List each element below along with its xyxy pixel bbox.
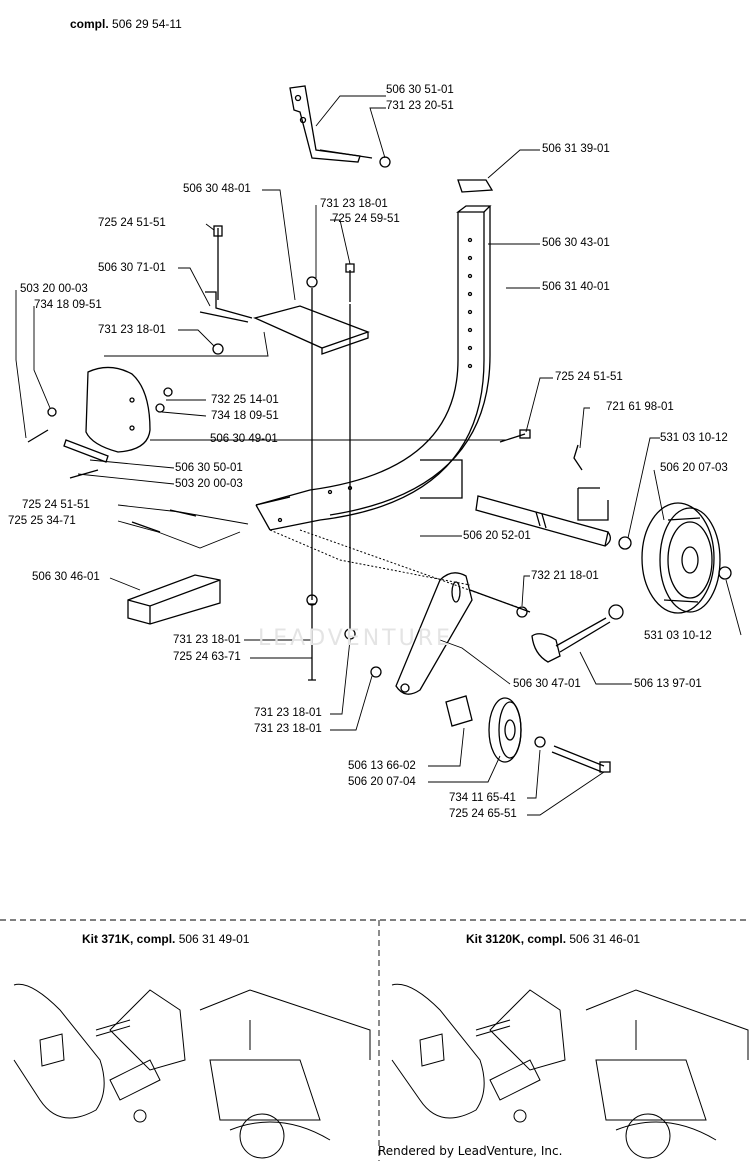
part-label[interactable]: 506 30 51-01 bbox=[386, 84, 454, 96]
part-label[interactable]: 506 20 07-04 bbox=[348, 776, 416, 788]
lever bbox=[531, 604, 624, 663]
part-label[interactable]: 506 30 71-01 bbox=[98, 262, 166, 274]
part-label[interactable]: 731 23 18-01 bbox=[173, 634, 241, 646]
part-label[interactable]: 506 20 07-03 bbox=[660, 462, 728, 474]
wheel-arm bbox=[395, 572, 531, 695]
part-label[interactable]: 725 24 51-51 bbox=[555, 371, 623, 383]
part-label[interactable]: 732 21 18-01 bbox=[531, 570, 599, 582]
shield-plate bbox=[27, 366, 173, 479]
axle bbox=[475, 444, 612, 547]
part-label[interactable]: 506 13 66-02 bbox=[348, 760, 416, 772]
part-label[interactable]: 506 13 97-01 bbox=[634, 678, 702, 690]
part-label[interactable]: 506 31 39-01 bbox=[542, 143, 610, 155]
kit-371k-sketch bbox=[13, 983, 371, 1159]
part-label[interactable]: 506 30 49-01 bbox=[210, 433, 278, 445]
part-label[interactable]: 503 20 00-03 bbox=[175, 478, 243, 490]
assembly-title: compl. 506 29 54-11 bbox=[70, 17, 182, 31]
large-wheel bbox=[618, 502, 732, 614]
part-label[interactable]: 721 61 98-01 bbox=[606, 401, 674, 413]
part-label[interactable]: 531 03 10-12 bbox=[660, 432, 728, 444]
handle-tube bbox=[255, 205, 492, 531]
part-label[interactable]: 734 11 65-41 bbox=[449, 792, 516, 804]
part-label[interactable]: 731 23 20-51 bbox=[386, 100, 454, 112]
part-label[interactable]: 734 18 09-51 bbox=[211, 410, 279, 422]
part-label[interactable]: 506 30 48-01 bbox=[183, 183, 251, 195]
part-label[interactable]: 506 20 52-01 bbox=[463, 530, 531, 542]
handle-cap bbox=[457, 179, 494, 193]
part-label[interactable]: 731 23 18-01 bbox=[320, 198, 388, 210]
part-label[interactable]: 506 31 40-01 bbox=[542, 281, 610, 293]
part-label[interactable]: 731 23 18-01 bbox=[98, 324, 166, 336]
kit-371k-title: Kit 371K, compl. 506 31 49-01 bbox=[82, 932, 250, 946]
part-label[interactable]: 725 24 63-71 bbox=[173, 651, 241, 663]
part-label[interactable]: 725 25 34-71 bbox=[8, 515, 76, 527]
weight-block bbox=[127, 574, 221, 625]
small-wheel bbox=[445, 695, 611, 773]
part-label[interactable]: 732 25 14-01 bbox=[211, 394, 279, 406]
part-label[interactable]: 731 23 18-01 bbox=[254, 707, 322, 719]
part-label[interactable]: 725 24 59-51 bbox=[332, 213, 400, 225]
part-label[interactable]: 531 03 10-12 bbox=[644, 630, 712, 642]
footer-credit: Rendered by LeadVenture, Inc. bbox=[378, 1144, 563, 1158]
part-label[interactable]: 725 24 65-51 bbox=[449, 808, 517, 820]
kit-3120k-sketch bbox=[391, 983, 749, 1159]
kit-3120k-title: Kit 3120K, compl. 506 31 46-01 bbox=[466, 932, 641, 946]
part-label[interactable]: 725 24 51-51 bbox=[22, 499, 90, 511]
part-label[interactable]: 503 20 00-03 bbox=[20, 283, 88, 295]
part-label[interactable]: 506 30 47-01 bbox=[513, 678, 581, 690]
part-label[interactable]: 506 30 50-01 bbox=[175, 462, 243, 474]
bracket-plate bbox=[199, 225, 370, 630]
part-label[interactable]: 734 18 09-51 bbox=[34, 299, 102, 311]
part-label[interactable]: 731 23 18-01 bbox=[254, 723, 322, 735]
top-bracket bbox=[289, 85, 391, 168]
part-label[interactable]: 506 30 46-01 bbox=[32, 571, 100, 583]
part-label[interactable]: 725 24 51-51 bbox=[98, 217, 166, 229]
watermark: LEADVENTURE bbox=[258, 626, 453, 651]
part-label[interactable]: 506 30 43-01 bbox=[542, 237, 610, 249]
